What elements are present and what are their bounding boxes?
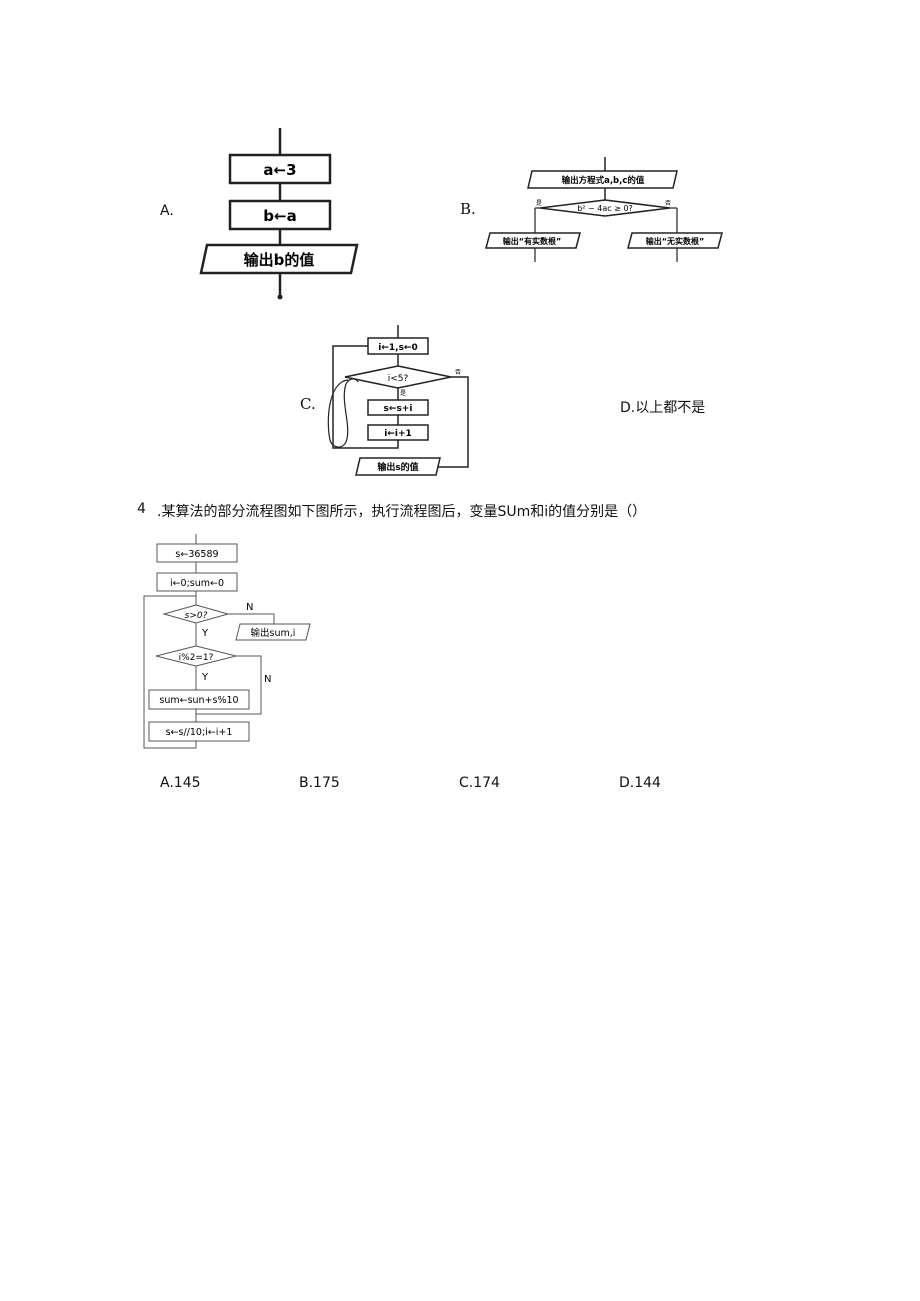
q4-box-update [148, 721, 250, 742]
option-a-box2-text: b←a [263, 207, 296, 225]
q4-branch-n1: N [246, 602, 253, 613]
q4-box-s-text: s←36589 [175, 549, 218, 560]
option-c-step1-text: s←s+i [384, 404, 413, 414]
q4-branch-y2: Y [201, 672, 209, 683]
option-b-no-mark: 否 [665, 200, 671, 207]
option-a-output-text: 输出b的值 [244, 251, 315, 269]
option-c-label[interactable]: C. [300, 395, 316, 413]
q4-decision2-text: i%2=1? [179, 653, 214, 663]
option-d-text[interactable]: D.以上都不是 [620, 400, 706, 416]
q4-branch-y1: Y [201, 628, 209, 639]
q4-decision1-text: s>0? [185, 611, 208, 621]
option-b-left-box [485, 232, 581, 249]
option-b-yes-mark: 是 [536, 200, 542, 207]
option-b-label[interactable]: B. [460, 200, 476, 218]
option-b-decision [539, 199, 671, 217]
option-a-box2 [228, 199, 332, 231]
option-b-left-text: 输出“有实数根” [503, 236, 562, 246]
question4-stem: .某算法的部分流程图如下图所示，执行流程图后，变量SUm和i的值分别是（） [157, 504, 647, 520]
option-c-flowchart: i←1,s←0 i<5? 否 是 s←s+i i←i+1 输出s的值 [327, 325, 469, 476]
option-a-flowchart: a←3 b←a 输出b的值 [199, 128, 359, 300]
option-c-output-box [355, 457, 441, 476]
option-b-decision-text: b² − 4ac ≥ 0? [577, 204, 633, 213]
question4-flowchart: s←36589 i←0;sum←0 s>0? N 输出sum,i Y i%2=1… [143, 534, 311, 749]
q4-branch-n2: N [264, 674, 271, 685]
option-b-right-text: 输出“无实数根” [646, 236, 705, 246]
option-c-decision-text: i<5? [388, 374, 409, 384]
q4-box-init-text: i←0;sum←0 [170, 578, 224, 589]
q4-box-init [156, 572, 238, 592]
q4-choice-c[interactable]: C.174 [459, 775, 500, 791]
option-b-top-box [527, 170, 678, 189]
option-c-step2-text: i←i+1 [384, 429, 412, 439]
option-b-top-text: 输出方程式a,b,c的值 [562, 175, 645, 186]
q4-output-text: 输出sum,i [251, 627, 296, 639]
option-a-label[interactable]: A. [160, 203, 174, 219]
q4-choice-a[interactable]: A.145 [160, 775, 201, 791]
q4-choice-b[interactable]: B.175 [299, 775, 340, 791]
option-b-right-box [627, 232, 723, 249]
option-b-flowchart: 输出方程式a,b,c的值 b² − 4ac ≥ 0? 是 否 输出“有实数根” … [485, 157, 723, 262]
q4-output-box [235, 623, 311, 641]
option-a-output-box [199, 243, 359, 275]
question4-number: 4 [137, 501, 146, 517]
q4-box-s [156, 543, 238, 563]
option-c-no-mark: 否 [455, 369, 461, 376]
option-c-yes-mark: 是 [400, 390, 406, 397]
option-c-output-text: 输出s的值 [377, 461, 418, 473]
option-c-init-text: i←1,s←0 [378, 343, 417, 353]
q4-box-sum-text: sum←sun+s%10 [159, 695, 238, 706]
q4-box-update-text: s←s//10;i←i+1 [166, 727, 233, 738]
option-a-box1-text: a←3 [263, 161, 296, 179]
q4-box-sum [148, 689, 250, 710]
q4-choice-d[interactable]: D.144 [619, 775, 661, 791]
